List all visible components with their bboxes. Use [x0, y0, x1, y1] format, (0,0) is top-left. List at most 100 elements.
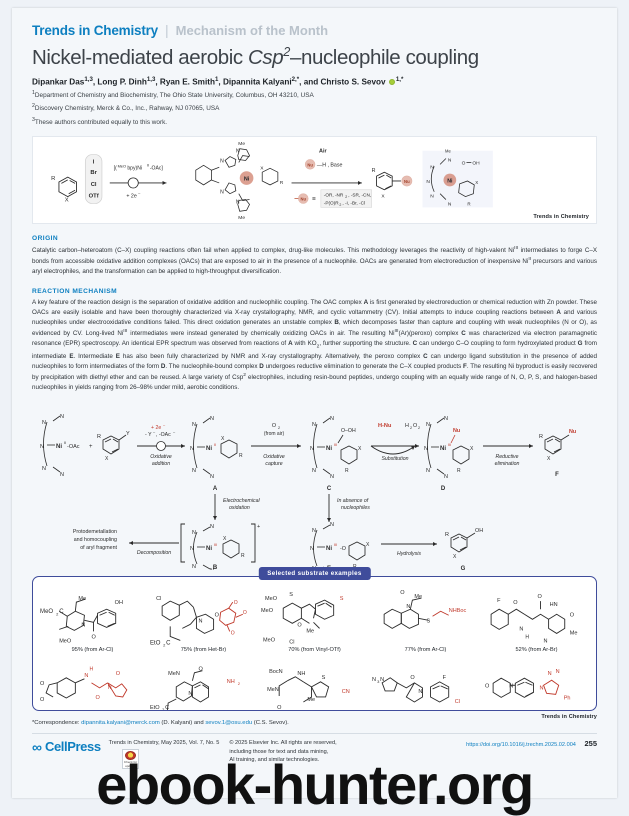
svg-text:Protodemetallation: Protodemetallation [73, 529, 117, 535]
svg-text:Ni: Ni [206, 446, 212, 452]
svg-text:N: N [444, 416, 448, 422]
rights-line-1: © 2025 Elsevier Inc. All rights are rese… [229, 739, 336, 748]
svg-text:N: N [192, 422, 196, 428]
substrate-structure: Me N S NHBoc O [370, 586, 481, 647]
svg-text:of aryl fragment: of aryl fragment [80, 545, 117, 551]
svg-text:OH: OH [115, 600, 123, 606]
svg-text:NHBoc: NHBoc [449, 608, 467, 614]
svg-text:N: N [310, 546, 314, 552]
svg-text:C: C [59, 609, 64, 615]
svg-text:N: N [210, 474, 214, 480]
svg-text:HN: HN [550, 602, 558, 608]
svg-text:Cl: Cl [289, 640, 294, 646]
svg-text:N: N [192, 530, 196, 536]
svg-text:Ni: Ni [447, 179, 453, 185]
svg-text:N: N [84, 673, 88, 679]
svg-text:-OAc]: -OAc] [150, 166, 164, 172]
svg-text:Decomposition: Decomposition [137, 550, 171, 556]
svg-text:N: N [424, 446, 428, 452]
svg-text:X: X [105, 456, 109, 462]
svg-text:N: N [548, 671, 552, 677]
svg-text:Reductive: Reductive [495, 454, 518, 460]
affiliation-3-text: These authors contributed equally to thi… [35, 119, 167, 126]
svg-text:X: X [221, 436, 225, 442]
substrate-structure: N 3 N O N F Cl [370, 655, 481, 711]
affiliation-3: 3These authors contributed equally to th… [32, 117, 597, 128]
svg-text:, -OAc: , -OAc [156, 432, 171, 438]
svg-text:X: X [381, 194, 385, 200]
svg-text:2: 2 [278, 426, 280, 430]
svg-text:Ni: Ni [206, 546, 212, 552]
svg-text:N: N [448, 158, 452, 164]
svg-text:N: N [192, 564, 196, 570]
substrate-item: N 3 N O N F Cl 79% (from Ar-I, using NCS… [370, 655, 481, 711]
svg-text:OH: OH [475, 528, 483, 534]
svg-text:N: N [406, 604, 410, 610]
svg-text:N: N [220, 190, 224, 196]
svg-text:N: N [210, 416, 214, 422]
svg-text:N: N [60, 472, 64, 478]
doi-link[interactable]: https://doi.org/10.1016/j.trechm.2025.02… [466, 742, 576, 748]
affiliation-1-text: Department of Chemistry and Biochemistry… [35, 92, 314, 99]
email-link-sevov[interactable]: sevov.1@osu.edu [205, 720, 252, 726]
origin-heading: ORIGIN [32, 235, 597, 242]
substrate-label: 75% (from Het-Br) [181, 647, 226, 655]
svg-text:Ni: Ni [326, 546, 332, 552]
substrate-structure: MeN O N NH 2 EtO 2 C N [148, 655, 259, 711]
svg-text:Nu: Nu [453, 428, 460, 434]
svg-text:G: G [461, 566, 466, 570]
cellpress-mark-icon: ∞ [32, 740, 42, 754]
svg-text:-P(O)R: -P(O)R [324, 201, 339, 206]
svg-text:–: – [163, 423, 166, 427]
substrate-label: 70% (from Vinyl-OTf) [288, 647, 340, 655]
svg-text:Oxidative: Oxidative [263, 454, 285, 460]
svg-text:N: N [40, 444, 44, 450]
svg-text:MeO: MeO [263, 638, 276, 644]
svg-text:-O: -O [340, 546, 346, 552]
svg-text:N: N [372, 677, 376, 683]
svg-text:N: N [448, 202, 452, 208]
orcid-icon[interactable] [389, 79, 395, 85]
svg-text:C: C [166, 641, 171, 647]
svg-text:II: II [64, 440, 66, 445]
masthead-divider: | [165, 22, 169, 38]
svg-text:Air: Air [319, 149, 327, 155]
svg-text:Hydrolysis: Hydrolysis [397, 551, 421, 557]
correspondence-mid1: (D. Kalyani) and [160, 720, 206, 726]
svg-text:X: X [366, 542, 370, 548]
cellpress-logo[interactable]: ∞ CellPress [32, 739, 101, 754]
substrate-label: 77% (from Ar-Cl) [405, 647, 447, 655]
svg-text:Substitution: Substitution [381, 456, 408, 462]
svg-text:Me: Me [306, 629, 314, 635]
svg-text:bpy)Ni: bpy)Ni [127, 166, 142, 172]
svg-text:O: O [538, 594, 543, 600]
svg-text:addition: addition [152, 461, 170, 467]
svg-text:H: H [89, 667, 93, 673]
svg-text:N: N [108, 685, 112, 691]
svg-text:O: O [116, 671, 121, 677]
svg-text:2: 2 [410, 426, 412, 430]
svg-text:N: N [330, 474, 334, 480]
svg-text:+: + [89, 444, 93, 450]
substrate-structure: MeO 2 C Me OH O MeO N [37, 586, 148, 647]
svg-text:Me: Me [238, 215, 245, 221]
svg-text:N: N [556, 669, 560, 675]
svg-text:and homocoupling: and homocoupling [74, 537, 117, 543]
svg-text:[(: [( [114, 166, 117, 172]
svg-text:Nu: Nu [307, 163, 313, 168]
svg-text:O: O [243, 610, 247, 616]
svg-text:O: O [91, 635, 96, 641]
svg-text:MeO: MeO [261, 608, 274, 614]
figure-mechanism-scheme: N N N N N Ni II -OAc + R X Y + 2e – - Y … [32, 402, 597, 570]
svg-text:CN: CN [342, 689, 350, 695]
svg-text:R: R [241, 553, 245, 559]
mechanism-scheme-svg: N N N N N Ni II -OAc + R X Y + 2e – - Y … [32, 402, 597, 570]
svg-text:N: N [426, 179, 430, 185]
svg-text:Y: Y [126, 431, 130, 437]
correspondence-mid2: (C.S. Sevov). [252, 720, 289, 726]
svg-text:S: S [289, 592, 293, 598]
author-list: Dipankar Das1,3, Long P. Dinh1,3, Ryan E… [32, 76, 597, 88]
email-link-kalyani[interactable]: dipannita.kalyani@merck.com [81, 720, 160, 726]
svg-text:X: X [223, 536, 227, 542]
